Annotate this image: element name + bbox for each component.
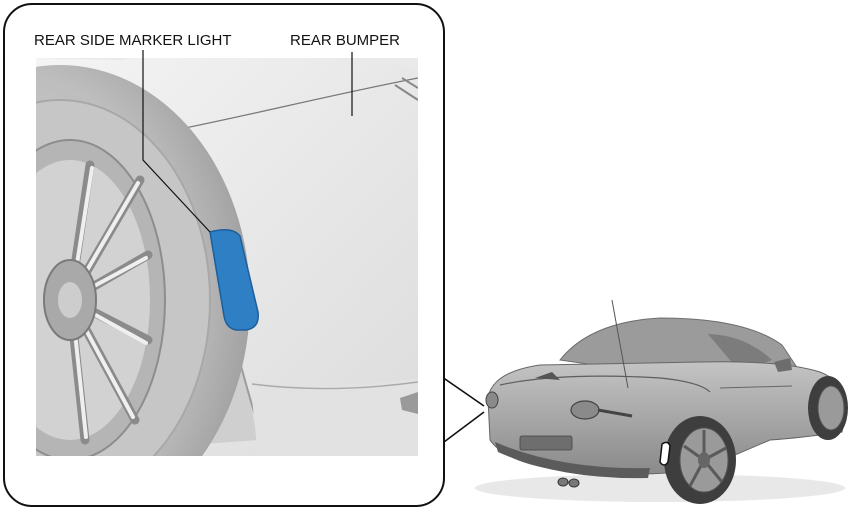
bumper-label: REAR BUMPER	[290, 32, 400, 49]
detail-callout: REAR SIDE MARKER LIGHT REAR BUMPER	[3, 3, 485, 507]
car-rear-wheel	[664, 416, 736, 504]
car-overview	[475, 299, 848, 504]
wheel-rim	[36, 139, 166, 456]
car-front-wheel	[808, 376, 848, 440]
side-marker-light	[209, 229, 259, 331]
antenna	[611, 299, 629, 389]
car-side-marker-indicator	[659, 441, 671, 466]
side-marker-label: REAR SIDE MARKER LIGHT	[34, 32, 232, 49]
side-marker-leader	[142, 50, 211, 233]
fender-closeup	[36, 58, 418, 456]
tail-light	[570, 400, 600, 420]
